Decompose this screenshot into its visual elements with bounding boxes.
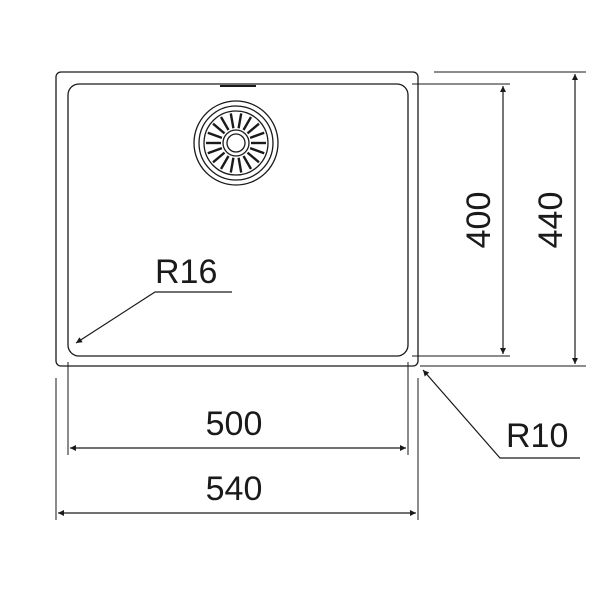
drain-spoke xyxy=(229,113,235,129)
drain-spoke xyxy=(237,157,243,173)
leader-r16 xyxy=(75,291,232,344)
sink-bowl-outline xyxy=(67,83,409,357)
drain-spoke xyxy=(237,113,243,129)
drain-spoke xyxy=(207,131,223,139)
label-r10: R10 xyxy=(506,417,568,455)
label-500: 500 xyxy=(206,405,263,443)
drain-spoke xyxy=(229,157,235,173)
leader-r10 xyxy=(422,369,580,459)
drain-spoke xyxy=(249,147,265,155)
drain-spoke xyxy=(212,122,226,135)
drain-spoke xyxy=(242,116,253,131)
label-540: 540 xyxy=(206,470,263,508)
drain-spoke xyxy=(242,155,253,170)
label-r16: R16 xyxy=(155,253,217,291)
drain-spoke xyxy=(219,155,230,170)
label-440: 440 xyxy=(532,192,570,249)
sink-outer-outline xyxy=(55,71,419,367)
drain-spoke xyxy=(219,116,230,131)
drain-spoke xyxy=(246,151,260,164)
extension-lines xyxy=(55,71,586,520)
drain-spoke xyxy=(249,131,265,139)
drain-strainer-icon xyxy=(193,100,279,186)
drain-spoke xyxy=(246,122,260,135)
drain-spoke xyxy=(212,151,226,164)
label-400: 400 xyxy=(460,192,498,249)
drain-spoke xyxy=(207,147,223,155)
